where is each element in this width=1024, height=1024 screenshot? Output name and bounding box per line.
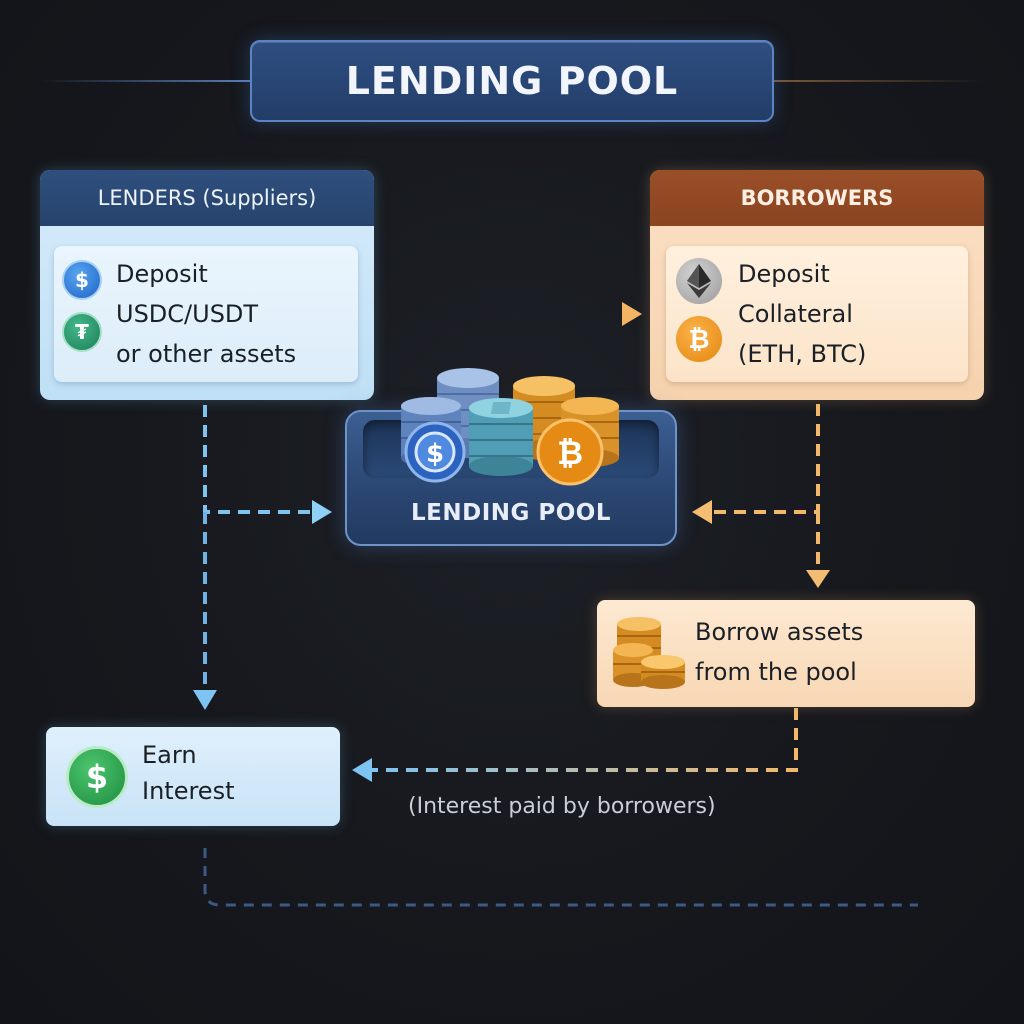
bitcoin-coin: ₿ xyxy=(536,418,604,486)
coin-stack-icon xyxy=(613,617,685,689)
blue-dollar-coin: $ xyxy=(404,421,466,483)
return-line xyxy=(203,848,918,907)
lenders-body: Deposit USDC/USDT or other assets xyxy=(116,260,297,368)
lenders-content: $ ₮ Deposit USDC/USDT or other assets xyxy=(54,246,358,382)
borrow-to-earn-arrow xyxy=(372,708,798,772)
borrow-body: Borrow assets from the pool xyxy=(695,618,864,686)
borrowers-header: BORROWERS xyxy=(650,170,984,226)
borrowers-body: Deposit Collateral (ETH, BTC) xyxy=(738,260,867,368)
svg-text:₿: ₿ xyxy=(557,434,583,472)
borrowers-card: BORROWERS ₿ Deposit Collateral (ETH, BTC… xyxy=(650,170,984,400)
earn-interest-card: $ Earn Interest xyxy=(46,727,340,826)
lenders-header: LENDERS (Suppliers) xyxy=(40,170,374,226)
borrowers-to-pool-arrow xyxy=(712,404,820,514)
lenders-to-borrowers-arrowhead xyxy=(622,302,642,326)
page-title: LENDING POOL xyxy=(345,59,679,103)
usdc-icon: $ xyxy=(62,260,102,300)
borrowers-content: ₿ Deposit Collateral (ETH, BTC) xyxy=(666,246,968,382)
lenders-card: LENDERS (Suppliers) $ ₮ Deposit USDC/USD… xyxy=(40,170,374,400)
teal-coin-stack xyxy=(469,398,533,476)
lenders-to-pool-arrow xyxy=(203,405,312,514)
ethereum-icon xyxy=(676,258,722,304)
title-box: LENDING POOL xyxy=(250,40,774,122)
title-line-right xyxy=(772,80,984,82)
dollar-icon: $ xyxy=(66,746,128,808)
bitcoin-icon: ₿ xyxy=(676,316,722,362)
tether-icon: ₮ xyxy=(62,312,102,352)
borrowers-to-pool-arrowhead xyxy=(692,500,712,524)
borrow-to-earn-arrowhead xyxy=(352,758,372,782)
svg-text:$: $ xyxy=(426,439,444,469)
title-line-left xyxy=(40,80,252,82)
coin-stacks-icon: $ ₿ xyxy=(401,368,619,486)
borrow-card: Borrow assets from the pool xyxy=(597,600,975,707)
earn-body: Earn Interest xyxy=(142,741,235,805)
lenders-to-earn-arrowhead xyxy=(193,690,217,710)
lenders-to-pool-arrowhead xyxy=(312,500,332,524)
borrowers-to-borrow-arrowhead xyxy=(806,570,830,588)
interest-note: (Interest paid by borrowers) xyxy=(408,794,716,819)
ethereum-glyph xyxy=(687,264,711,298)
pool-label: LENDING POOL xyxy=(410,500,612,526)
